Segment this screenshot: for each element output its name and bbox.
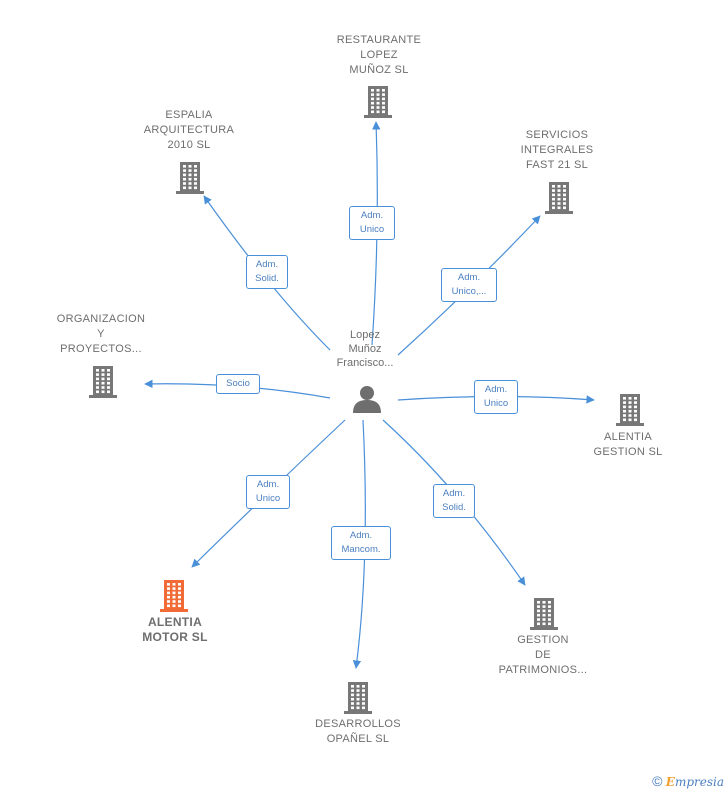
company-name[interactable]: ORGANIZACION Y PROYECTOS... xyxy=(56,313,146,355)
person-icon[interactable] xyxy=(351,383,383,415)
relation-label-organizacion: Socio xyxy=(216,374,260,394)
company-name[interactable]: ALENTIA MOTOR SL xyxy=(142,615,208,644)
company-node-alentia-gestion[interactable]: ALENTIA GESTION SL xyxy=(578,430,678,460)
relation-label-alentia-motor: Adm. Unico xyxy=(246,475,290,509)
building-icon[interactable] xyxy=(158,578,190,612)
company-name[interactable]: SERVICIOS INTEGRALES FAST 21 SL xyxy=(520,129,594,171)
building-icon[interactable] xyxy=(87,364,119,398)
company-name[interactable]: RESTAURANTE LOPEZ MUÑOZ SL xyxy=(336,34,422,76)
center-person-label[interactable]: Lopez Muñoz Francisco... xyxy=(336,329,394,369)
relation-label-restaurante: Adm. Unico xyxy=(349,206,395,240)
relation-label-alentia-gestion: Adm. Unico xyxy=(474,380,518,414)
relation-label-espalia: Adm. Solid. xyxy=(246,255,288,289)
company-node-alentia-motor[interactable]: ALENTIA MOTOR SL xyxy=(120,615,230,645)
brand-logo: Empresia xyxy=(665,775,724,789)
relation-label-desarrollos: Adm. Mancom. xyxy=(331,526,391,560)
company-node-desarrollos[interactable]: DESARROLLOS OPAÑEL SL xyxy=(300,717,416,747)
building-icon[interactable] xyxy=(543,180,575,214)
copyright-footer: © Empresia xyxy=(652,773,724,789)
building-icon[interactable] xyxy=(362,84,394,118)
copyright-icon: © xyxy=(652,773,663,789)
building-icon[interactable] xyxy=(528,596,560,630)
relation-label-servicios: Adm. Unico,... xyxy=(441,268,497,302)
company-node-espalia[interactable]: ESPALIA ARQUITECTURA 2010 SL xyxy=(128,108,250,153)
company-name[interactable]: GESTION DE PATRIMONIOS... xyxy=(498,634,588,676)
building-icon[interactable] xyxy=(614,392,646,426)
company-node-gestion[interactable]: GESTION DE PATRIMONIOS... xyxy=(486,633,600,678)
company-name[interactable]: ESPALIA ARQUITECTURA 2010 SL xyxy=(143,109,235,151)
building-icon[interactable] xyxy=(174,160,206,194)
company-node-organizacion[interactable]: ORGANIZACION Y PROYECTOS... xyxy=(40,312,162,357)
company-node-servicios[interactable]: SERVICIOS INTEGRALES FAST 21 SL xyxy=(500,128,614,173)
building-icon[interactable] xyxy=(342,680,374,714)
company-node-restaurante[interactable]: RESTAURANTE LOPEZ MUÑOZ SL xyxy=(316,33,442,78)
relation-label-gestion: Adm. Solid. xyxy=(433,484,475,518)
company-name[interactable]: ALENTIA GESTION SL xyxy=(593,431,663,458)
company-name[interactable]: DESARROLLOS OPAÑEL SL xyxy=(315,718,401,745)
